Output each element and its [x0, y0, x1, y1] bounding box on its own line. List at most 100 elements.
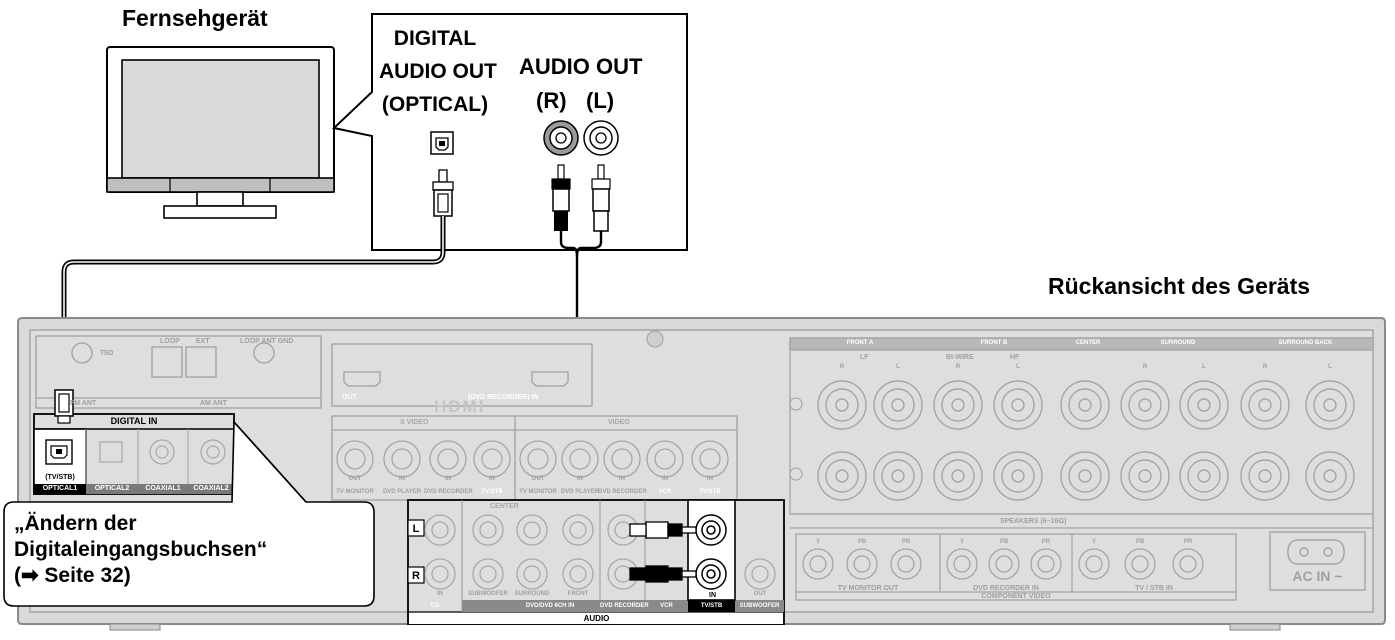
ac-inlet [1269, 531, 1366, 591]
video-io-label: OUT [348, 476, 362, 482]
component-jack-inner [1179, 555, 1197, 573]
speaker-post-outer [1060, 451, 1110, 501]
video-jack-label: VCR [658, 489, 672, 495]
lf-label: LF [860, 354, 869, 361]
speaker-post-outer [873, 451, 923, 501]
video-jack-outer [429, 440, 467, 478]
audio-jack-outer [562, 514, 594, 546]
video-jack-outer [603, 440, 641, 478]
video-jack-label: TV/STB [699, 489, 721, 495]
am-ant-label: AM ANT [200, 400, 227, 407]
audio-right-marker: R [412, 570, 420, 582]
speaker-post-inner [951, 398, 965, 412]
tv-illustration [106, 46, 335, 219]
speaker-post-mid [881, 388, 915, 422]
video-label: VIDEO [608, 419, 630, 426]
tv-stb-sublabel: (TV/STB) [45, 474, 75, 481]
component-group-2: DVD RECORDER IN [973, 585, 1039, 592]
speaker-post-outer [1240, 380, 1290, 430]
speaker-group-label: FRONT A [846, 340, 874, 346]
component-jack-outer [846, 548, 878, 580]
audio-jack-inner [523, 565, 541, 583]
speaker-post-outer [817, 380, 867, 430]
component-jack-outer [1172, 548, 1204, 580]
video-jack-inner [611, 448, 633, 470]
component-jack-inner [897, 555, 915, 573]
video-jack-outer [519, 440, 557, 478]
speaker-channel-marker: L [1328, 364, 1332, 370]
video-jack-label: DVD PLAYER [382, 489, 422, 495]
speakers-footer: SPEAKERS (6~16Ω) [1000, 518, 1067, 525]
component-jack-inner [953, 555, 971, 573]
audio-jack-outer [516, 514, 548, 546]
bi-wire-label: BI-WIRE [946, 354, 974, 361]
video-jack-inner [654, 448, 676, 470]
component-video-section [795, 533, 1237, 601]
component-jack-outer [946, 548, 978, 580]
video-jack-label: TV/STB [481, 489, 503, 495]
speaker-post-outer [1305, 451, 1355, 501]
speaker-channel-marker: R [1142, 364, 1148, 370]
speaker-channel-marker: L [896, 364, 900, 370]
speaker-post-inner [951, 469, 965, 483]
audio-jack-outer [744, 558, 776, 590]
component-channel-label: PB [1135, 539, 1145, 545]
left-channel-label: (L) [586, 88, 615, 113]
video-io-label: IN [707, 476, 713, 482]
right-channel-label: (R) [536, 88, 567, 113]
audio-jack-inner [569, 521, 587, 539]
digital-in-header: DIGITAL IN [110, 416, 158, 426]
video-io-label: IN [662, 476, 668, 482]
video-jack-label: DVD RECORDER [424, 489, 473, 495]
video-jack-inner [569, 448, 591, 470]
speaker-post-outer [993, 380, 1043, 430]
speaker-group-label: CENTER [1075, 340, 1101, 346]
speaker-group-label: SURROUND BACK [1278, 340, 1333, 346]
audio-jack-outer [424, 514, 456, 546]
speaker-post-outer [1179, 451, 1229, 501]
speaker-post-mid [1248, 388, 1282, 422]
callout-line1: „Ändern der [14, 512, 137, 535]
component-jack-inner [853, 555, 871, 573]
speaker-post-inner [1011, 469, 1025, 483]
video-jacks [336, 440, 729, 478]
video-jack-inner [699, 448, 721, 470]
audio-sub-label-3: FRONT [567, 591, 589, 597]
component-jack-outer [988, 548, 1020, 580]
speaker-post-mid [1187, 388, 1221, 422]
speaker-post-inner [835, 398, 849, 412]
speaker-post-outer [993, 451, 1043, 501]
component-jack-outer [802, 548, 834, 580]
component-jack-outer [1124, 548, 1156, 580]
callout-line2: Digitaleingangsbuchsen“ [14, 538, 268, 561]
audio-jack-inner [523, 521, 541, 539]
audio-left-marker: L [412, 523, 420, 535]
optical-cable [61, 216, 446, 390]
audio-in-label: IN [437, 591, 443, 597]
component-jack-inner [995, 555, 1013, 573]
speaker-post-inner [1197, 398, 1211, 412]
component-jack-outer [1030, 548, 1062, 580]
component-channel-label: Y [959, 539, 964, 545]
speaker-post-inner [1138, 398, 1152, 412]
digital-audio-out-line1: DIGITAL [393, 27, 477, 50]
speaker-group-label: FRONT B [980, 340, 1008, 346]
audio-jack-inner [431, 565, 449, 583]
audio-jack-inner [569, 565, 587, 583]
speaker-post-mid [1001, 388, 1035, 422]
component-jack-outer [1078, 548, 1110, 580]
tv-stb-audio-jacks [695, 514, 727, 590]
callout-text: „Ändern der Digitaleingangsbuchsen“ (➡ S… [14, 511, 267, 589]
speaker-post-outer [1120, 451, 1170, 501]
audio-label-dvdrec: DVD RECORDER [600, 603, 649, 609]
digital-in-block [33, 413, 235, 495]
audio-jack-outer [562, 558, 594, 590]
hdmi-in-label: (DVD RECORDER) IN [468, 394, 539, 401]
video-jack-label: DVD PLAYER [560, 489, 600, 495]
video-jack-label: TV MONITOR [336, 489, 374, 495]
fm-ant-label: FM ANT [70, 400, 97, 407]
speaker-post-mid [881, 459, 915, 493]
component-channel-label: PR [1183, 539, 1193, 545]
speaker-terminals [789, 337, 1374, 529]
